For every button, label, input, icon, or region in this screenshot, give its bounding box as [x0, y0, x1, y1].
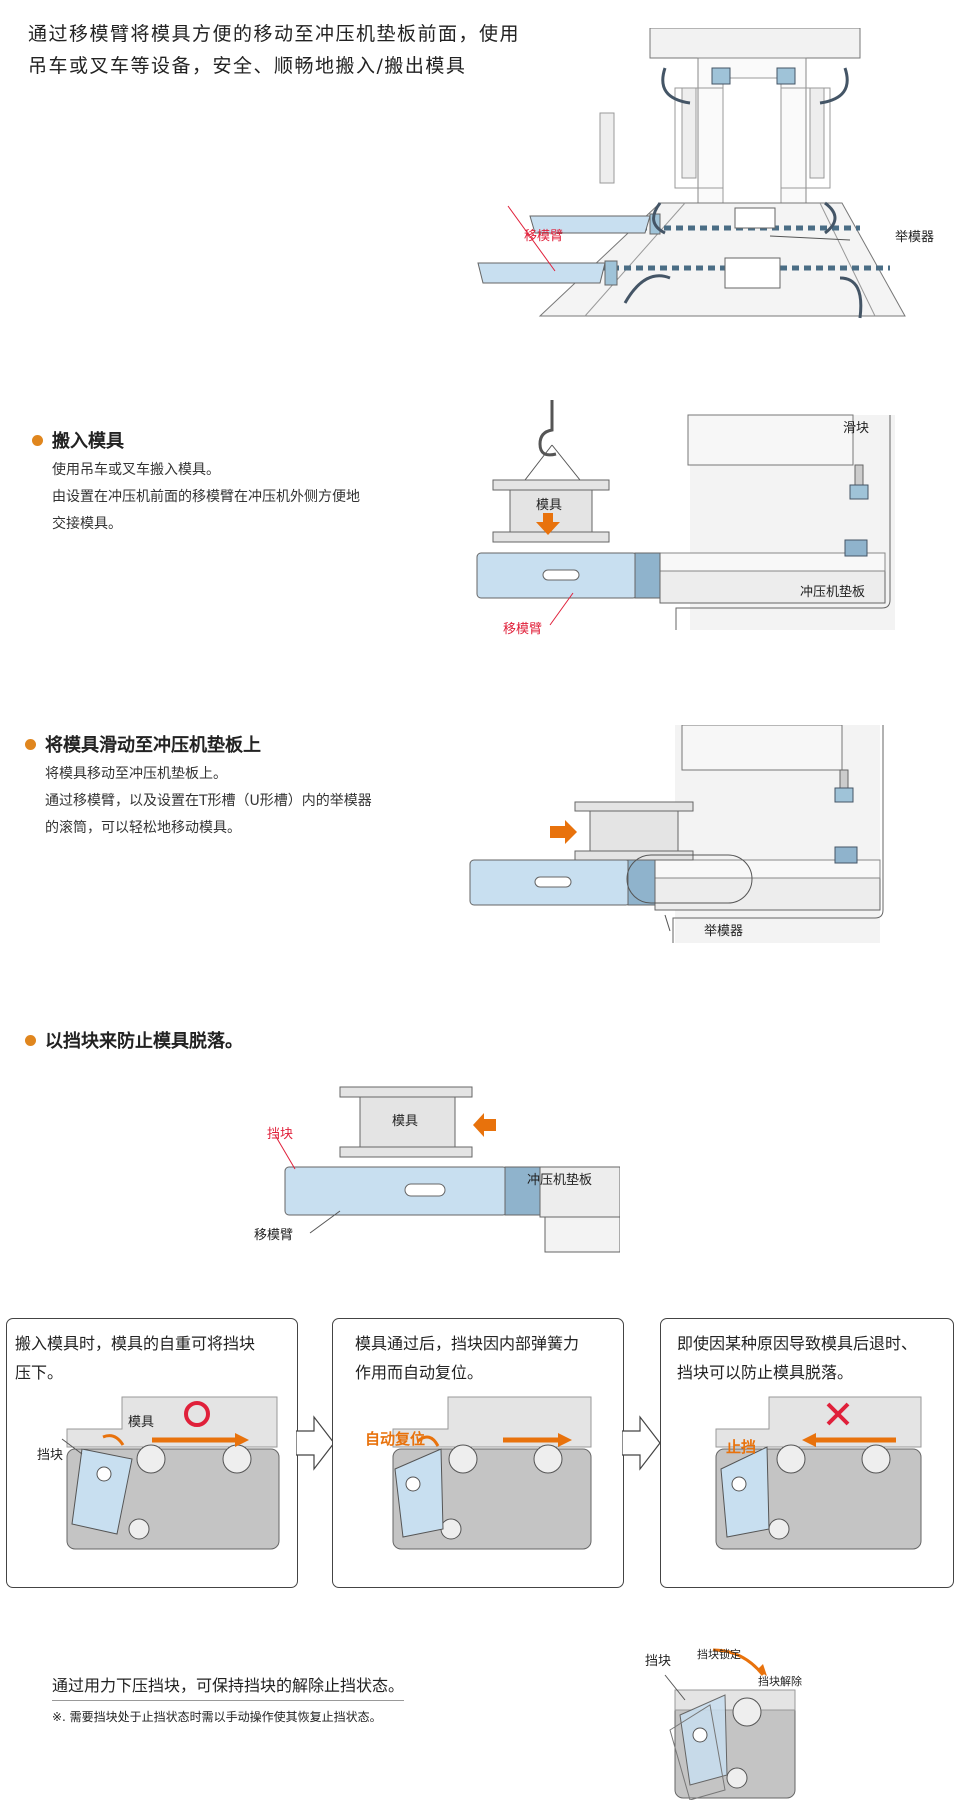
press-overview-figure: [477, 28, 906, 319]
bolster-label: 冲压机垫板: [527, 1173, 593, 1188]
step-arrow-icon: [296, 1415, 335, 1471]
die-label: 模具: [392, 1114, 419, 1129]
slide-die-figure: [469, 725, 884, 943]
panel-auto-reset: 模具通过后，挡块因内部弹簧力作用而自动复位。 自动复位: [332, 1318, 624, 1588]
bolster-label: 冲压机垫板: [800, 585, 866, 600]
section-title-carry-in: 搬入模具: [32, 427, 124, 453]
bullet-dot: [32, 435, 43, 446]
stopper-label: 挡块: [645, 1654, 672, 1669]
panel-figure: [392, 1396, 592, 1550]
panel-text: 即使因某种原因导致模具后退时、挡块可以防止模具脱落。: [677, 1334, 918, 1382]
lifter-label: 举模器: [704, 924, 744, 939]
stop-label: 止挡: [726, 1438, 757, 1456]
panel-figure: [715, 1396, 922, 1550]
auto-reset-label: 自动复位: [365, 1430, 426, 1448]
die-label: 模具: [128, 1415, 155, 1430]
bullet-dot: [25, 1035, 36, 1046]
arm-label: 移模臂: [254, 1228, 294, 1243]
section-carry-in-text: 使用吊车或叉车搬入模具。 由设置在冲压机前面的移模臂在冲压机外侧方便地 交接模具…: [52, 462, 360, 532]
note-main: 通过用力下压挡块，可保持挡块的解除止挡状态。: [52, 1672, 405, 1701]
panel-carry-in: 搬入模具时，模具的自重可将挡块压下。 模具 挡块: [6, 1318, 298, 1588]
section-title-stopper: 以挡块来防止模具脱落。: [25, 1027, 243, 1053]
carry-in-figure: [476, 400, 895, 630]
release-label: 挡块解除: [758, 1675, 802, 1688]
stopper-figure: [274, 1086, 620, 1253]
intro-line-2: 吊车或叉车等设备，安全、顺畅地搬入/搬出模具: [28, 55, 467, 77]
arm-label: 移模臂: [524, 229, 564, 244]
slide-label: 滑块: [843, 421, 870, 436]
panel-text: 模具通过后，挡块因内部弹簧力作用而自动复位。: [355, 1334, 580, 1382]
bullet-dot: [25, 739, 36, 750]
note-sub: ※. 需要挡块处于止挡状态时需以手动操作使其恢复止挡状态。: [52, 1710, 382, 1724]
die-label: 模具: [536, 498, 563, 513]
panel-stop: 即使因某种原因导致模具后退时、挡块可以防止模具脱落。 止挡: [660, 1318, 954, 1588]
release-figure: [664, 1648, 796, 1800]
panel-figure: [61, 1396, 280, 1550]
stopper-label: 挡块: [37, 1448, 64, 1463]
stopper-label: 挡块: [267, 1127, 294, 1142]
lock-label: 挡块锁定: [697, 1648, 741, 1661]
section-slide-die-text: 将模具移动至冲压机垫板上。 通过移模臂，以及设置在T形槽（U形槽）内的举模器 的…: [45, 766, 372, 836]
intro-text: 通过移模臂将模具方便的移动至冲压机垫板前面，使用 吊车或叉车等设备，安全、顺畅地…: [28, 18, 520, 82]
section-title-slide-die: 将模具滑动至冲压机垫板上: [25, 731, 261, 757]
panel-text: 搬入模具时，模具的自重可将挡块压下。: [15, 1334, 256, 1382]
arm-label: 移模臂: [503, 622, 543, 637]
intro-line-1: 通过移模臂将模具方便的移动至冲压机垫板前面，使用: [28, 23, 521, 45]
step-arrow-icon: [622, 1415, 661, 1471]
lifter-label: 举模器: [895, 230, 935, 245]
